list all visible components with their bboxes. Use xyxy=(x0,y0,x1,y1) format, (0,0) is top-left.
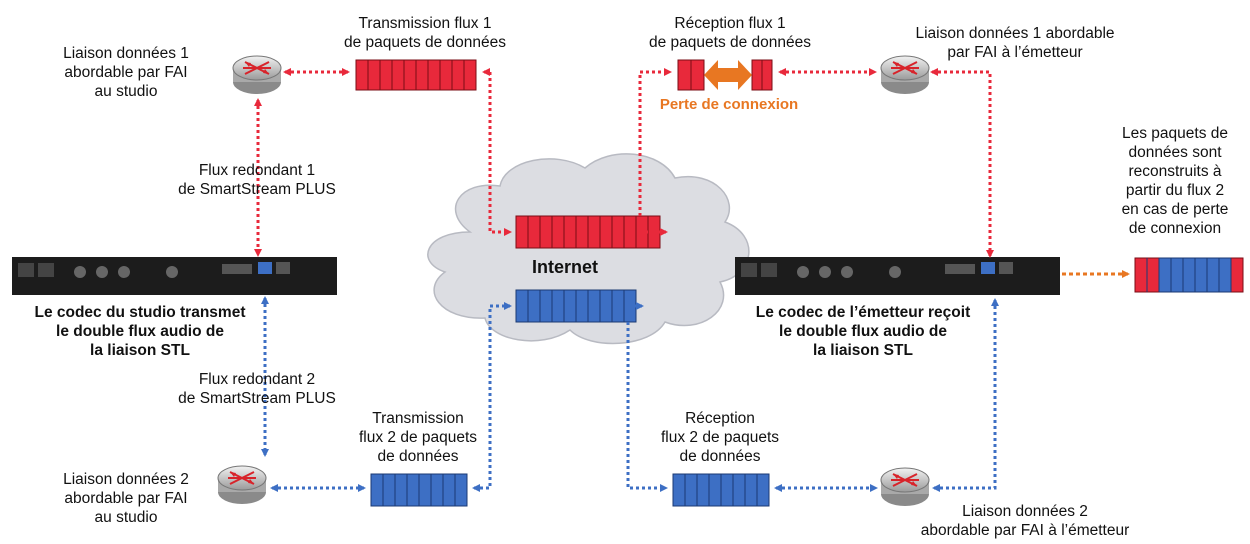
router-icon xyxy=(217,465,267,505)
blue-stream-links xyxy=(261,296,999,492)
red-stream-links xyxy=(254,68,994,258)
packet-queue-red-rx1-right xyxy=(751,59,773,91)
codec-rack-unit xyxy=(735,257,1060,295)
packet-queue-red-tx1 xyxy=(355,59,477,91)
label-internet: Internet xyxy=(531,257,598,277)
packet-queue-blue-tx2 xyxy=(370,473,468,507)
packet-queue-red-internet xyxy=(515,215,661,249)
label-connection-loss: Perte de connexion xyxy=(659,96,799,113)
packet-queue-red-rx1-left xyxy=(677,59,705,91)
router-icon xyxy=(880,467,930,507)
connection-loss-arrow xyxy=(704,60,752,90)
router-icon xyxy=(232,55,282,95)
packet-queue-blue-rx2 xyxy=(672,473,770,507)
packet-queue-blue-internet xyxy=(515,289,637,323)
codec-rack-unit xyxy=(12,257,337,295)
packet-queue-reconstructed xyxy=(1134,257,1244,293)
